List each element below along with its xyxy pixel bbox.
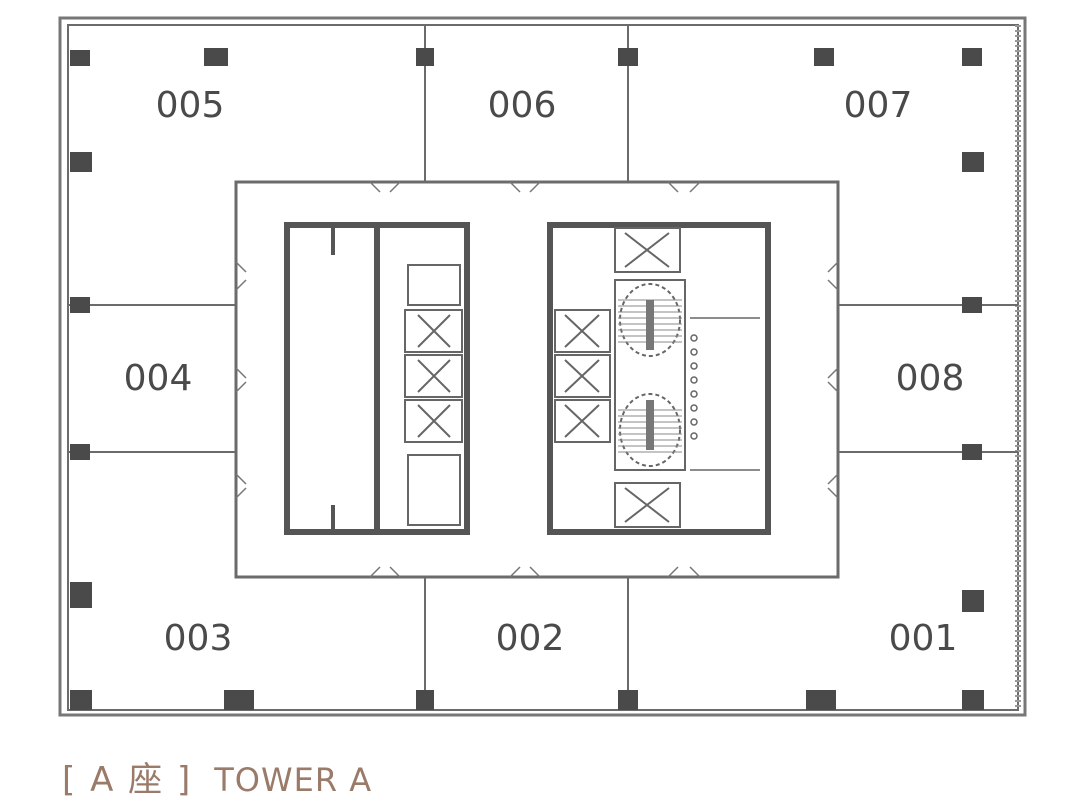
unit-002-label: 002 xyxy=(496,618,565,659)
unit-003-label: 003 xyxy=(164,618,233,659)
unit-007-label: 007 xyxy=(844,85,913,126)
caption-en: TOWER A xyxy=(214,761,373,799)
tower-caption: [ A 座 ] TOWER A xyxy=(62,752,372,801)
outer-frame xyxy=(58,16,1027,717)
doors xyxy=(235,181,839,578)
unit-005-label: 005 xyxy=(156,85,225,126)
right-core-block xyxy=(547,222,771,535)
unit-006-label: 006 xyxy=(488,85,557,126)
columns xyxy=(70,48,984,710)
unit-008-label: 008 xyxy=(896,358,965,399)
left-core-block xyxy=(284,222,470,535)
partitions xyxy=(68,25,1018,710)
building-wall xyxy=(67,24,1019,711)
core-wall xyxy=(234,180,840,579)
unit-001-label: 001 xyxy=(889,618,958,659)
caption-cn: [ A 座 ] xyxy=(62,760,193,800)
unit-004-label: 004 xyxy=(124,358,193,399)
